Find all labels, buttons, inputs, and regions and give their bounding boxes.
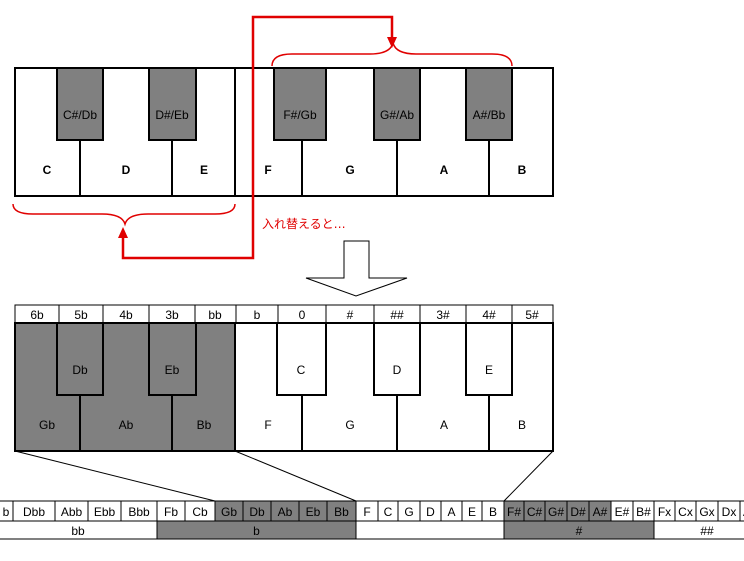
signature-label: bb <box>208 308 222 322</box>
white-key-label: Gb <box>39 418 55 432</box>
group-label: ## <box>700 524 714 538</box>
note-label: Dx <box>722 505 737 519</box>
note-label: Ax <box>743 505 744 519</box>
black-key-label: C <box>297 363 306 377</box>
signature-label: 4# <box>482 308 496 322</box>
signature-label: 6b <box>30 308 44 322</box>
signature-row: 6b 5b 4b 3b bb b 0 # ## 3# 4# 5# <box>14 304 554 324</box>
signature-label: 3b <box>165 308 179 322</box>
white-key-label: Ab <box>119 418 134 432</box>
note-label: Gx <box>699 505 714 519</box>
swap-arrow <box>118 15 397 260</box>
black-key-label: A#/Bb <box>473 108 506 122</box>
white-key-label: G <box>345 163 354 177</box>
white-key-label: C <box>43 163 52 177</box>
black-key-label: G#/Ab <box>380 108 414 122</box>
signature-label: 5b <box>74 308 88 322</box>
signature-label: 4b <box>119 308 133 322</box>
down-arrow-icon <box>305 240 408 297</box>
swap-note: 入れ替えると… <box>262 217 346 231</box>
note-label: Cx <box>678 505 693 519</box>
black-key <box>56 67 104 141</box>
signature-label: 3# <box>436 308 450 322</box>
black-key <box>148 322 197 396</box>
black-key-label: D#/Eb <box>155 108 189 122</box>
note-label: Gb <box>221 505 237 519</box>
signature-label: 5# <box>525 308 539 322</box>
black-key <box>373 322 421 396</box>
note-label: Abb <box>61 505 83 519</box>
group-cell <box>653 520 744 540</box>
lower-curly-brace <box>12 203 236 227</box>
note-label: C <box>384 505 393 519</box>
group-label: bb <box>71 524 85 538</box>
connector-lines <box>14 450 554 502</box>
black-key <box>465 67 513 141</box>
note-label: Fb <box>164 505 178 519</box>
signature-label: # <box>347 308 354 322</box>
note-label: F# <box>507 505 521 519</box>
note-label: F <box>363 505 370 519</box>
black-key <box>273 67 327 141</box>
group-cell <box>355 520 505 540</box>
note-label: Db <box>249 505 265 519</box>
white-key-label: F <box>264 418 271 432</box>
note-label: Ab <box>278 505 293 519</box>
signature-label: 0 <box>299 308 306 322</box>
note-label: B <box>489 505 497 519</box>
note-label: G <box>404 505 413 519</box>
black-key <box>465 322 513 396</box>
white-key-label: G <box>345 418 354 432</box>
black-key-label: C#/Db <box>63 108 97 122</box>
white-key-label: E <box>200 163 208 177</box>
black-key <box>276 322 327 396</box>
note-label: Bb <box>334 505 349 519</box>
group-label: # <box>576 524 583 538</box>
white-key-label: A <box>440 163 449 177</box>
note-label: E# <box>615 505 630 519</box>
black-key-label: F#/Gb <box>283 108 317 122</box>
note-label: Dbb <box>23 505 45 519</box>
black-key <box>373 67 421 141</box>
note-label: Cb <box>192 505 208 519</box>
note-label: Fx <box>658 505 671 519</box>
black-key <box>56 322 104 396</box>
white-key-label: B <box>518 163 527 177</box>
white-key-label: Bb <box>197 418 212 432</box>
black-key-label: E <box>485 363 493 377</box>
note-label: B# <box>636 505 651 519</box>
white-key-label: A <box>440 418 448 432</box>
note-label: D <box>426 505 435 519</box>
note-label: A# <box>593 505 608 519</box>
black-key <box>148 67 197 141</box>
bottom-keyboard: Gb Ab Bb F G A B Db Eb C D E <box>14 322 554 452</box>
note-cell <box>739 500 744 522</box>
note-label: Ebb <box>94 505 116 519</box>
white-key-label: F <box>264 163 271 177</box>
note-label: D# <box>570 505 586 519</box>
top-keyboard: C D E F G A B C#/Db D#/Eb F#/Gb G#/Ab A#… <box>14 67 554 197</box>
note-label: b <box>3 505 10 519</box>
note-label: G# <box>548 505 564 519</box>
black-key-label: D <box>393 363 402 377</box>
black-key-label: Db <box>72 363 88 377</box>
note-label: Bbb <box>128 505 150 519</box>
signature-label: b <box>254 308 261 322</box>
note-label: E <box>468 505 476 519</box>
note-label: Eb <box>306 505 321 519</box>
note-label: A <box>447 505 455 519</box>
note-label: C# <box>527 505 543 519</box>
signature-label: ## <box>390 308 404 322</box>
group-label: b <box>253 524 260 538</box>
white-key-label: D <box>122 163 131 177</box>
black-key-label: Eb <box>165 363 180 377</box>
white-key-label: B <box>518 418 526 432</box>
